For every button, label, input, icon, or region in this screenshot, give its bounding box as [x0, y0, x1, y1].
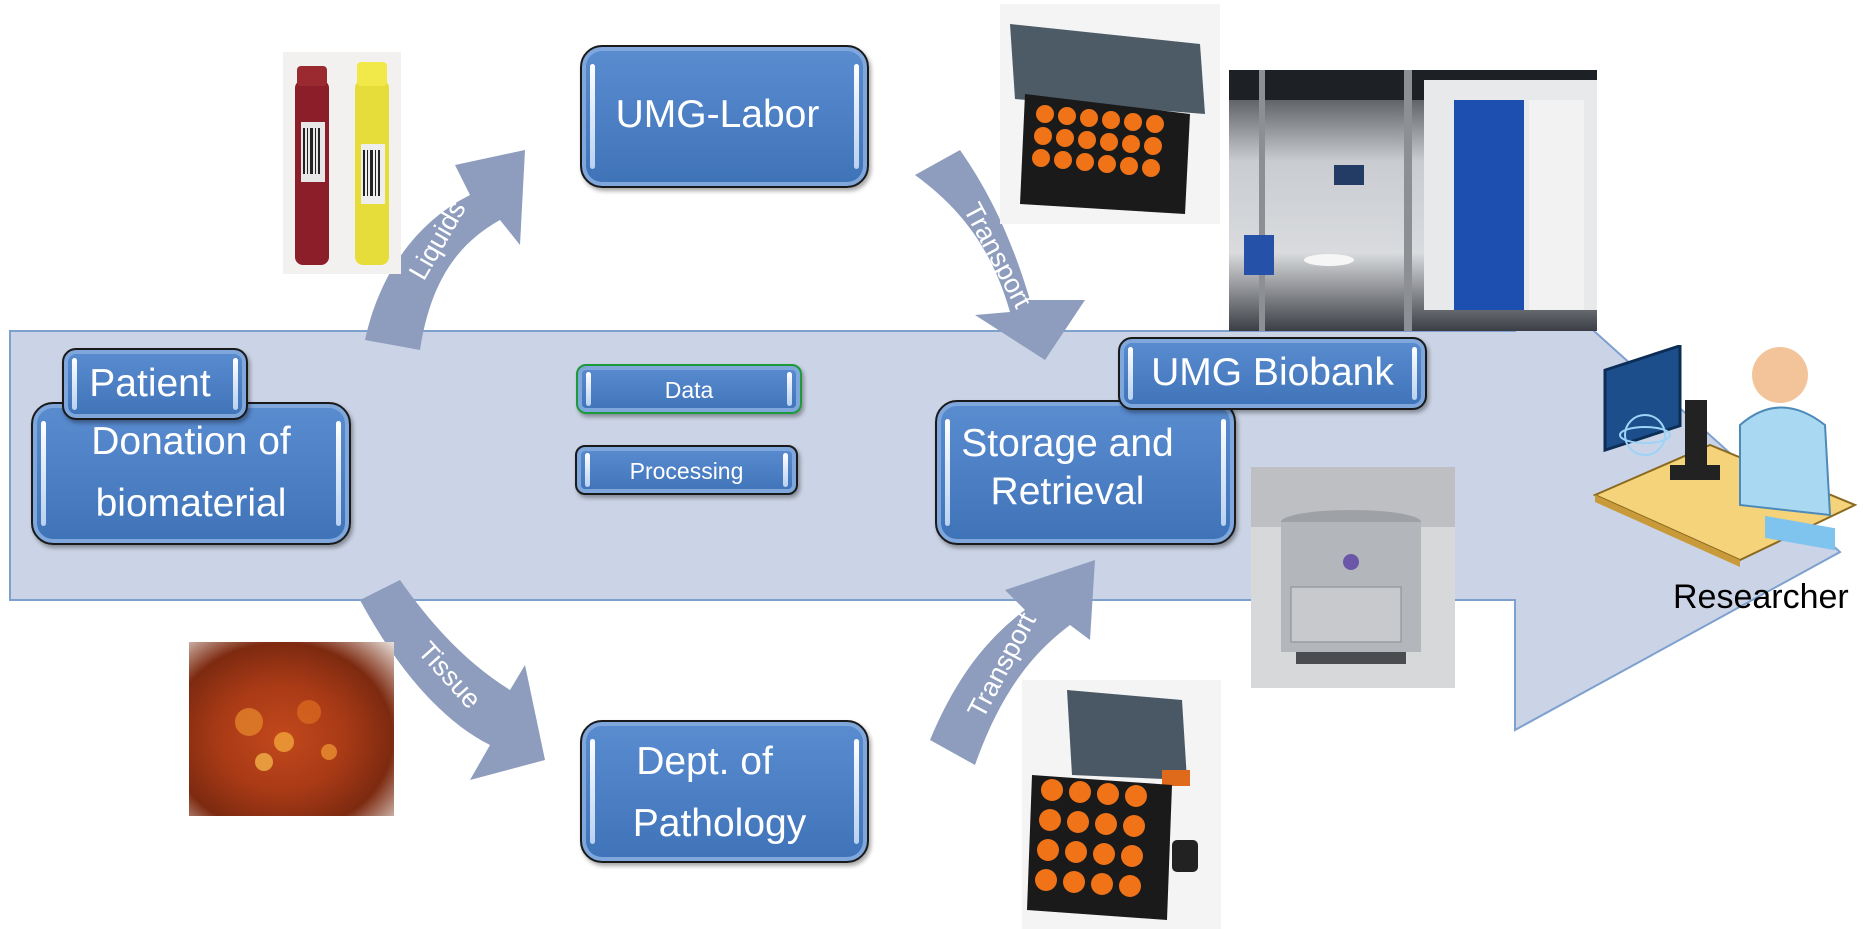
umg-biobank-box: UMG Biobank	[1118, 337, 1427, 410]
patient-label: Patient	[89, 362, 211, 405]
umg-biobank-label: UMG Biobank	[1151, 351, 1394, 394]
tissue-arrow	[360, 580, 545, 780]
donation-line2: biomaterial	[95, 482, 287, 525]
pathology-line2: Pathology	[632, 802, 807, 845]
processing-label: Processing	[629, 458, 744, 484]
transport-lower-arrow	[930, 560, 1095, 765]
researcher-illustration	[1592, 345, 1858, 567]
data-box: Data	[576, 364, 802, 414]
donation-box: Donation of biomaterial	[31, 402, 351, 545]
liquids-arrow	[365, 150, 525, 350]
storage-line2: Retrieval	[990, 470, 1145, 513]
data-label: Data	[664, 377, 714, 403]
rack-box-photo-upper	[1000, 4, 1220, 224]
storage-box: Storage and Retrieval	[935, 400, 1236, 545]
patient-box: Patient	[62, 348, 248, 420]
pathology-box: Dept. of Pathology	[580, 720, 869, 863]
rack-box-photo-lower	[1022, 680, 1221, 929]
tissue-photo	[189, 642, 394, 816]
donation-line1: Donation of	[91, 420, 291, 463]
transport-upper-arrow	[915, 150, 1085, 360]
biobank-room-photo	[1229, 70, 1597, 331]
processing-box: Processing	[575, 445, 798, 495]
storage-line1: Storage and	[961, 422, 1174, 465]
pathology-line1: Dept. of	[636, 740, 773, 783]
umg-labor-label: UMG-Labor	[615, 93, 820, 136]
researcher-label: Researcher	[1673, 578, 1849, 616]
cryotank-photo	[1251, 467, 1455, 688]
umg-labor-box: UMG-Labor	[580, 45, 869, 188]
blood-tubes-photo	[283, 52, 401, 274]
